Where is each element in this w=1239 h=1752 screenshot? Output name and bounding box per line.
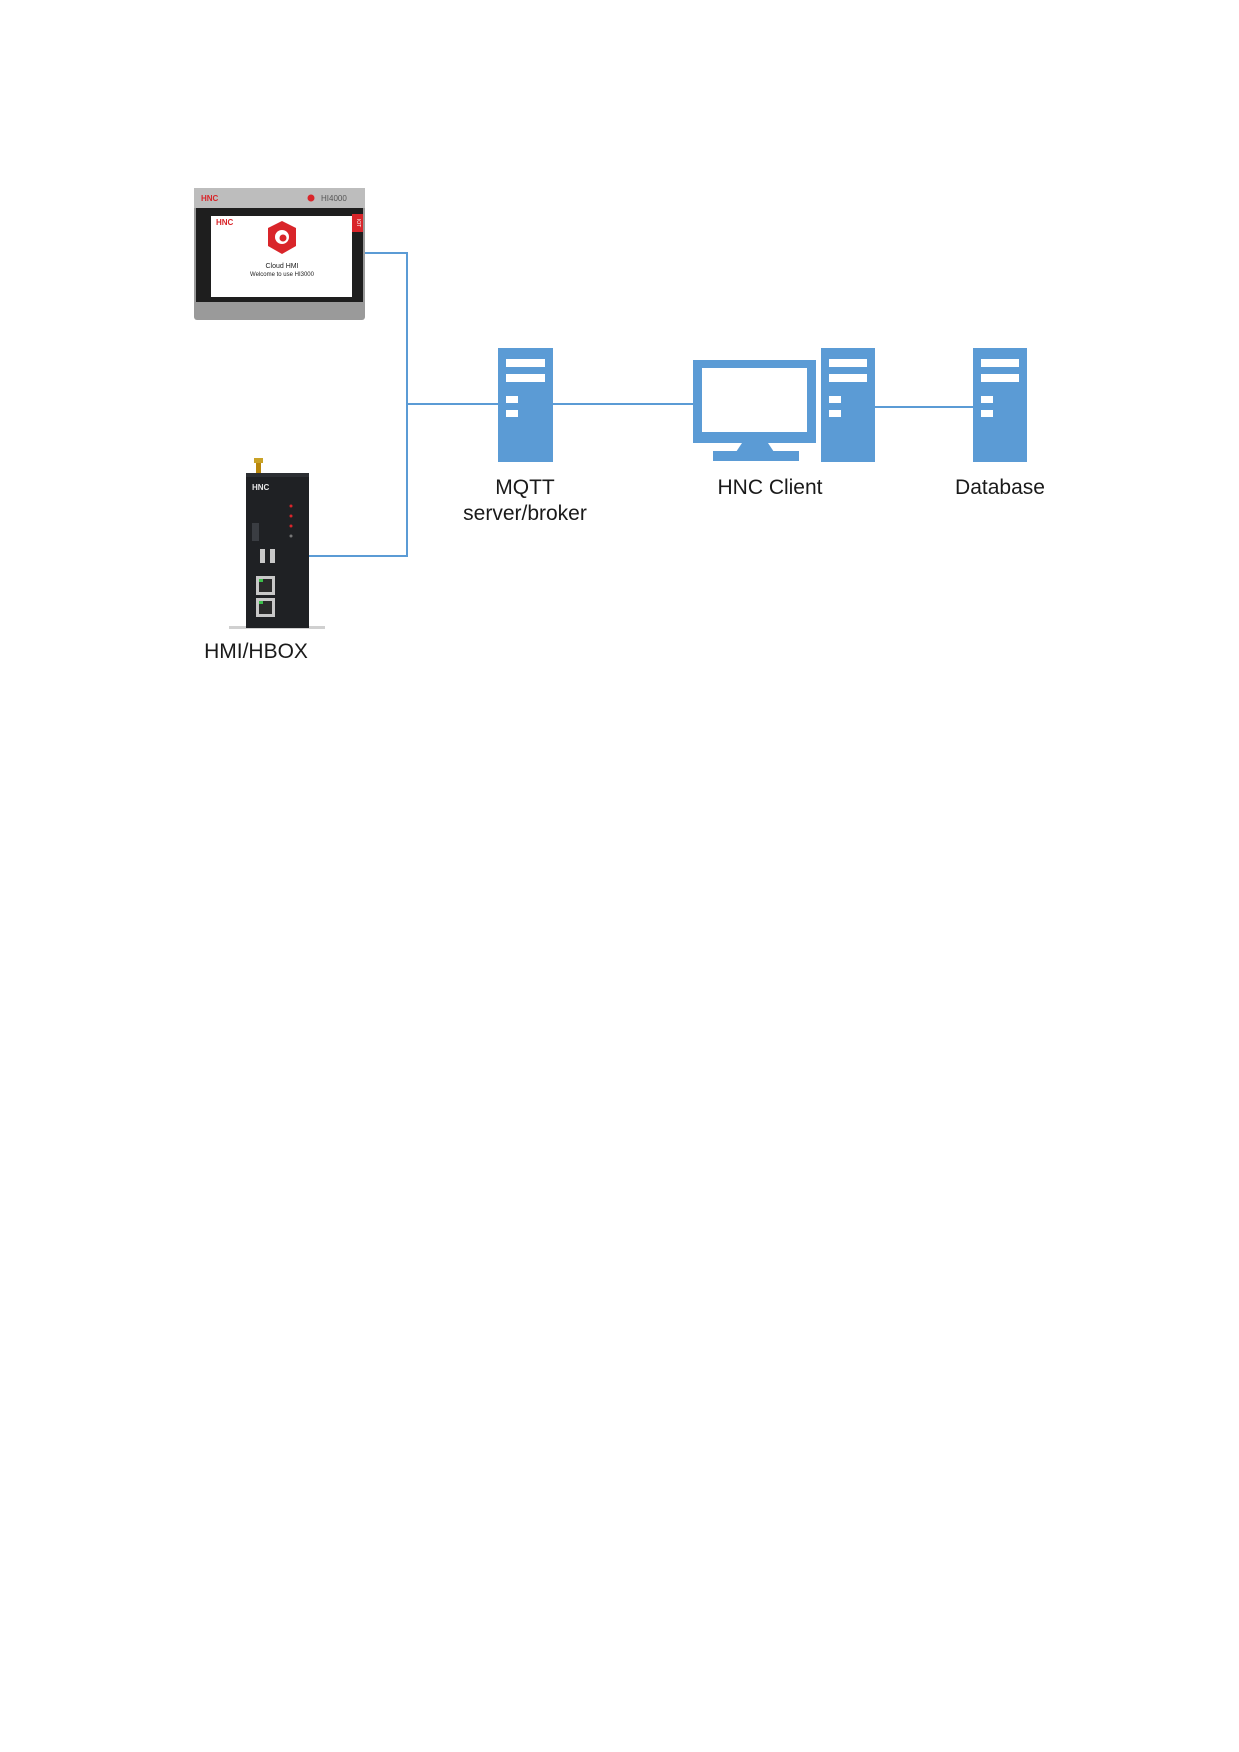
line-hmi-panel-to-bus (364, 252, 408, 404)
hmi-panel-brand: HNC (201, 194, 219, 203)
hbox-label: HMI/HBOX (204, 640, 308, 663)
hmi-screen-line2: Welcome to use HI3000 (250, 272, 315, 278)
line-hbox-to-bus (308, 404, 408, 557)
cloud-logo-icon (268, 221, 296, 254)
hbox-brand: HNC (252, 483, 270, 492)
connections (308, 252, 975, 557)
client-label: HNC Client (717, 476, 823, 499)
hmi-screen-logo-text: HNC (216, 218, 234, 227)
mqtt-label-line1: MQTT (495, 476, 555, 499)
mqtt-label-line2: server/broker (463, 502, 587, 525)
client-tower-icon (821, 348, 875, 462)
ethernet-port-icon (256, 598, 275, 617)
ethernet-port-icon (256, 576, 275, 595)
hmi-panel-side-tag: IOT (355, 219, 361, 227)
power-indicator-icon (307, 194, 315, 202)
database-server-icon (973, 348, 1027, 462)
mqtt-server-icon (498, 348, 553, 462)
hmi-screen-line1: Cloud HMI (265, 263, 298, 270)
usb-port-icon (270, 549, 275, 563)
mqtt-label: MQTT server/broker (440, 475, 610, 527)
antenna-icon (256, 462, 261, 474)
client-monitor-icon (693, 360, 816, 461)
hbox-device: HNC (229, 458, 325, 629)
usb-port-icon (260, 549, 265, 563)
hmi-panel-model: HI4000 (321, 194, 347, 203)
hmi-panel-device: HNC HI4000 IOT HNC Cloud HMI Welcome to … (194, 188, 365, 320)
database-label: Database (955, 476, 1045, 499)
